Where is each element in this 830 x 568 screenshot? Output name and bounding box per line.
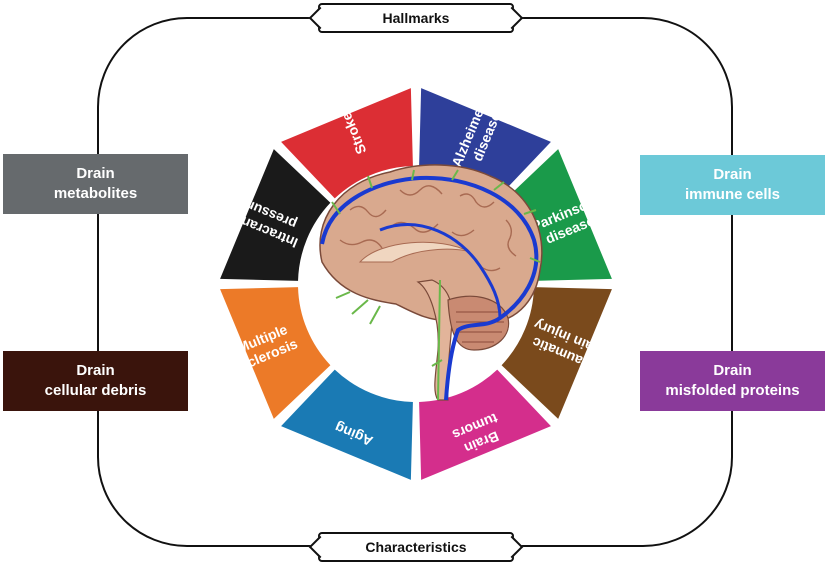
ring-segment-4 [281, 369, 413, 480]
ring-segment-3 [419, 369, 551, 480]
drain-misfolded-line2: misfolded proteins [665, 382, 800, 399]
characteristics-text: Characteristics [365, 539, 467, 555]
ring-segment-7 [281, 88, 413, 199]
drain-metabolites-line1: Drain [76, 165, 115, 182]
drain-cellular-debris-box: Drain cellular debris [3, 351, 188, 411]
drain-misfolded-line1: Drain [713, 362, 752, 379]
lymphatic-vessels [331, 169, 541, 367]
cerebellum-folia [456, 311, 504, 343]
drain-debris-line2: cellular debris [44, 382, 147, 399]
lymphatic-drain [437, 279, 441, 401]
venous-sinus [320, 175, 539, 401]
drain-metabolites-line2: metabolites [53, 185, 138, 202]
inner-vein [379, 223, 502, 319]
characteristics-label: Characteristics [318, 532, 514, 562]
drain-metabolites-box: Drain metabolites [3, 154, 188, 214]
drain-immune-line2: immune cells [684, 186, 781, 203]
drain-debris-line1: Drain [76, 362, 115, 379]
drain-immune-line1: Drain [713, 166, 752, 183]
ring-segment-6 [220, 149, 331, 281]
drain-immune-cells-box: Drain immune cells [640, 155, 825, 215]
drain-misfolded-proteins-box: Drain misfolded proteins [640, 351, 825, 411]
brain-sulci [339, 185, 517, 272]
brain-sagittal-illustration [319, 164, 543, 401]
ring-segment-2 [501, 287, 612, 419]
hallmarks-label: Hallmarks [318, 3, 514, 33]
hallmarks-text: Hallmarks [382, 10, 450, 26]
ring-segment-5 [220, 287, 331, 419]
